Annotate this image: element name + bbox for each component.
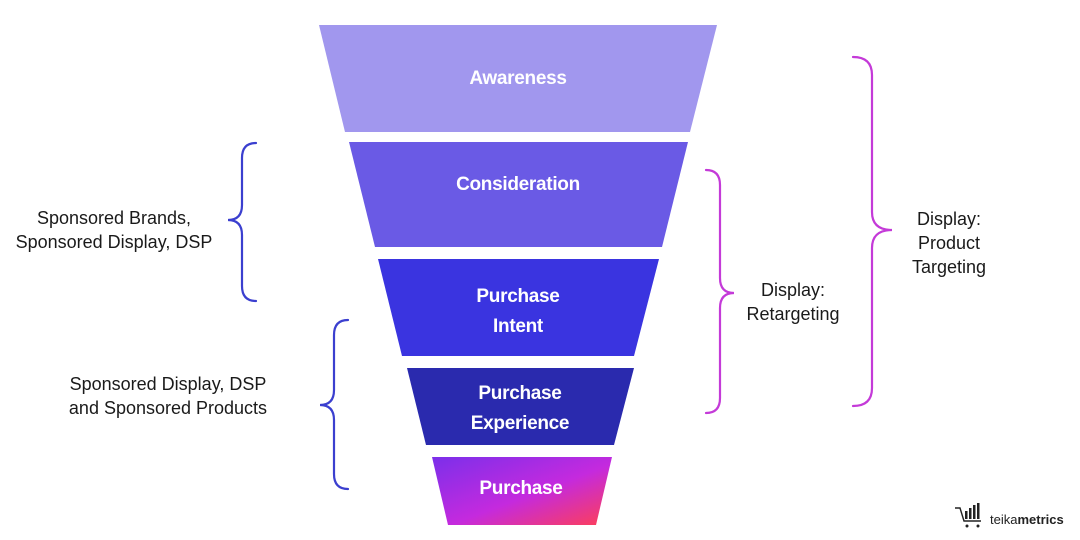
stage-label-awareness: Awareness [469, 68, 566, 89]
stage-label-purchase-experience-line1: Purchase [478, 383, 561, 404]
stage-label-purchase-intent-line1: Purchase [476, 286, 559, 307]
stage-label-purchase-intent-line2: Intent [493, 316, 544, 337]
brand-name-light: teika [990, 512, 1018, 527]
annotation-right-inner-line2: Retargeting [746, 304, 839, 324]
brand-logo: teikametrics [955, 503, 1064, 528]
annotation-left-bottom-line2: and Sponsored Products [69, 398, 267, 418]
stage-label-purchase: Purchase [479, 478, 562, 499]
funnel-stage-consideration: Consideration [349, 142, 688, 247]
cart-chart-icon [955, 503, 981, 528]
annotation-right-inner-line1: Display: [761, 280, 825, 300]
annotation-left-bottom-line1: Sponsored Display, DSP [70, 374, 267, 394]
annotation-left-top-line1: Sponsored Brands, [37, 208, 191, 228]
brand-name: teikametrics [990, 512, 1064, 527]
funnel-stage-purchase: Purchase [432, 457, 612, 525]
brand-name-bold: metrics [1017, 512, 1063, 527]
stage-label-consideration: Consideration [456, 174, 580, 195]
annotation-left-top-line2: Sponsored Display, DSP [16, 232, 213, 252]
funnel-stage-awareness: Awareness [319, 25, 717, 132]
stage-label-purchase-experience-line2: Experience [471, 413, 569, 434]
annotation-right-outer-line2: Product [918, 233, 980, 253]
brace-left-top: Sponsored Brands, Sponsored Display, DSP [16, 141, 258, 303]
brace-right-inner: Display: Retargeting [704, 168, 840, 415]
funnel-stage-purchase-intent: Purchase Intent [378, 259, 659, 356]
brace-left-bottom: Sponsored Display, DSP and Sponsored Pro… [69, 318, 350, 491]
brace-right-outer: Display: Product Targeting [851, 55, 986, 408]
annotation-right-outer-line3: Targeting [912, 257, 986, 277]
annotation-right-outer-line1: Display: [917, 209, 981, 229]
funnel-stage-purchase-experience: Purchase Experience [407, 368, 634, 445]
